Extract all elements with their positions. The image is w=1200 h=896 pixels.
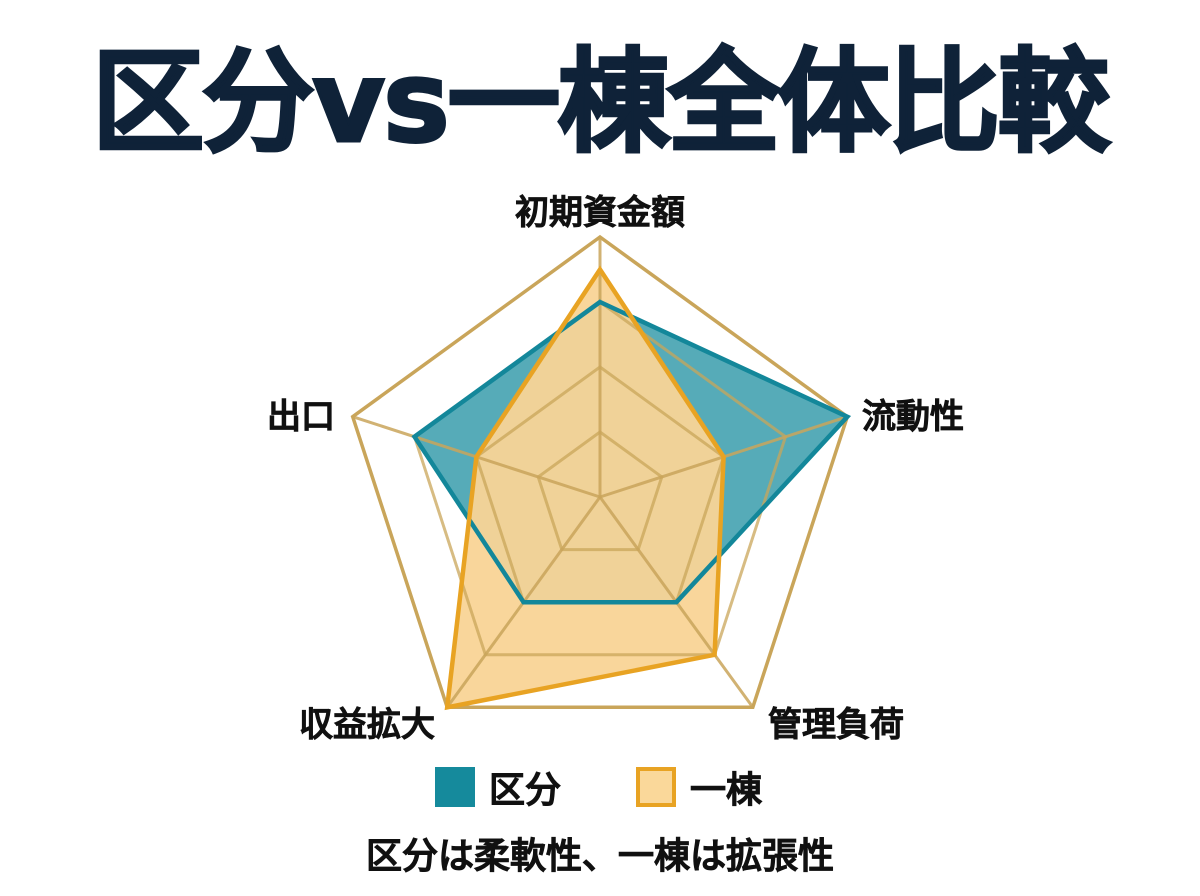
legend-item-ittou: 一棟 [636,763,762,811]
series-ittou-area [447,269,724,708]
legend-swatch-ittou [636,767,676,807]
axis-label-liquidity: 流動性 [862,397,965,438]
axis-label-management-burden: 管理負荷 [768,705,905,746]
chart-subtitle: 区分は柔軟性、一棟は拡張性 [365,836,835,878]
legend-label-ittou: 一棟 [690,770,763,812]
legend-swatch-kubun [435,767,475,807]
axis-label-initial-capital: 初期資金額 [515,193,686,234]
legend-label-kubun: 区分 [489,770,562,812]
grid-ring [536,430,664,552]
chart-legend: 区分 一棟 [0,763,1200,811]
series-strokes [411,265,852,711]
legend-item-kubun: 区分 [435,763,561,811]
series-ittou-outline [444,265,726,711]
axis-label-revenue-expansion: 収益拡大 [299,705,436,746]
grid-ring [350,234,850,710]
chart-title: 区分vs一棟全体比較 [91,37,1112,170]
series-kubun-outline [411,299,852,605]
axis-label-exit: 出口 [267,397,336,438]
series-ittou-layer [447,269,724,708]
